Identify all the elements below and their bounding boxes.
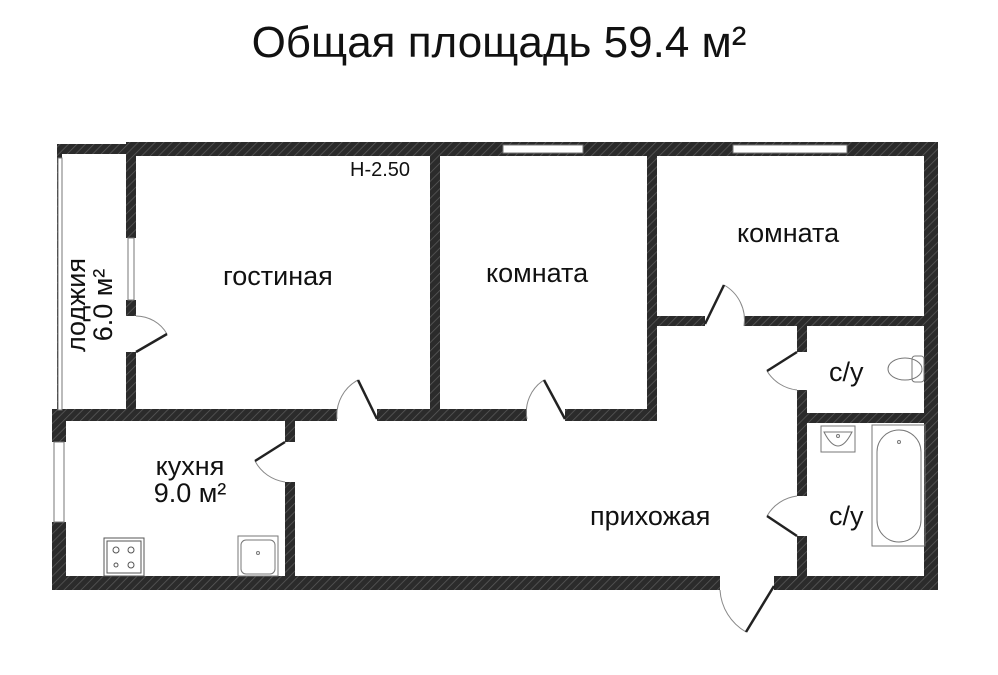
stove-icon bbox=[103, 537, 145, 577]
toilet-icon bbox=[887, 355, 925, 383]
total-area-title: Общая площадь 59.4 м² bbox=[251, 18, 747, 67]
room-loggia-name: лоджия bbox=[61, 258, 91, 352]
windows bbox=[53, 144, 848, 523]
wc-2-name: с/у bbox=[829, 501, 864, 531]
ceiling-height-label: H-2.50 bbox=[350, 159, 411, 181]
room-loggia: лоджия 6.0 м² bbox=[61, 245, 118, 365]
room-living-name: гостиная bbox=[223, 261, 333, 291]
wc-1-name: с/у bbox=[829, 357, 864, 387]
room-1-name: комната bbox=[486, 258, 589, 288]
washbasin-icon bbox=[820, 425, 856, 453]
room-kitchen: кухня 9.0 м² bbox=[130, 453, 250, 507]
walls bbox=[52, 142, 938, 590]
doors bbox=[135, 284, 798, 633]
room-hallway-name: прихожая bbox=[590, 501, 711, 531]
room-2-name: комната bbox=[737, 218, 840, 248]
room-kitchen-name: кухня bbox=[155, 451, 225, 481]
room-loggia-area: 6.0 м² bbox=[88, 268, 118, 342]
room-kitchen-area: 9.0 м² bbox=[153, 478, 227, 508]
bathtub-icon bbox=[871, 424, 926, 547]
sink-icon bbox=[237, 535, 279, 577]
